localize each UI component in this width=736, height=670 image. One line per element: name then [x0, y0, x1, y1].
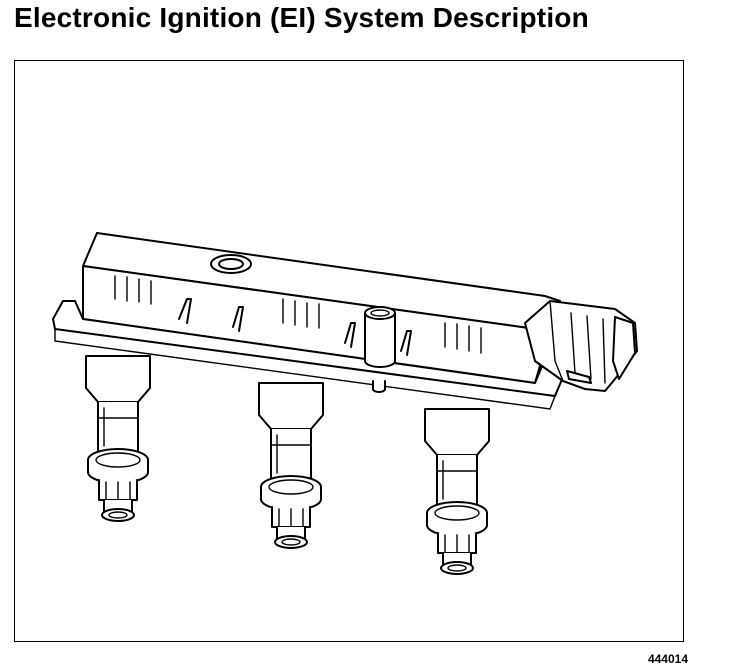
figure-number: 444014 [647, 652, 688, 666]
ignition-coil-illustration [52, 232, 638, 575]
page-title: Electronic Ignition (EI) System Descript… [14, 2, 589, 33]
figure-frame [14, 60, 684, 642]
